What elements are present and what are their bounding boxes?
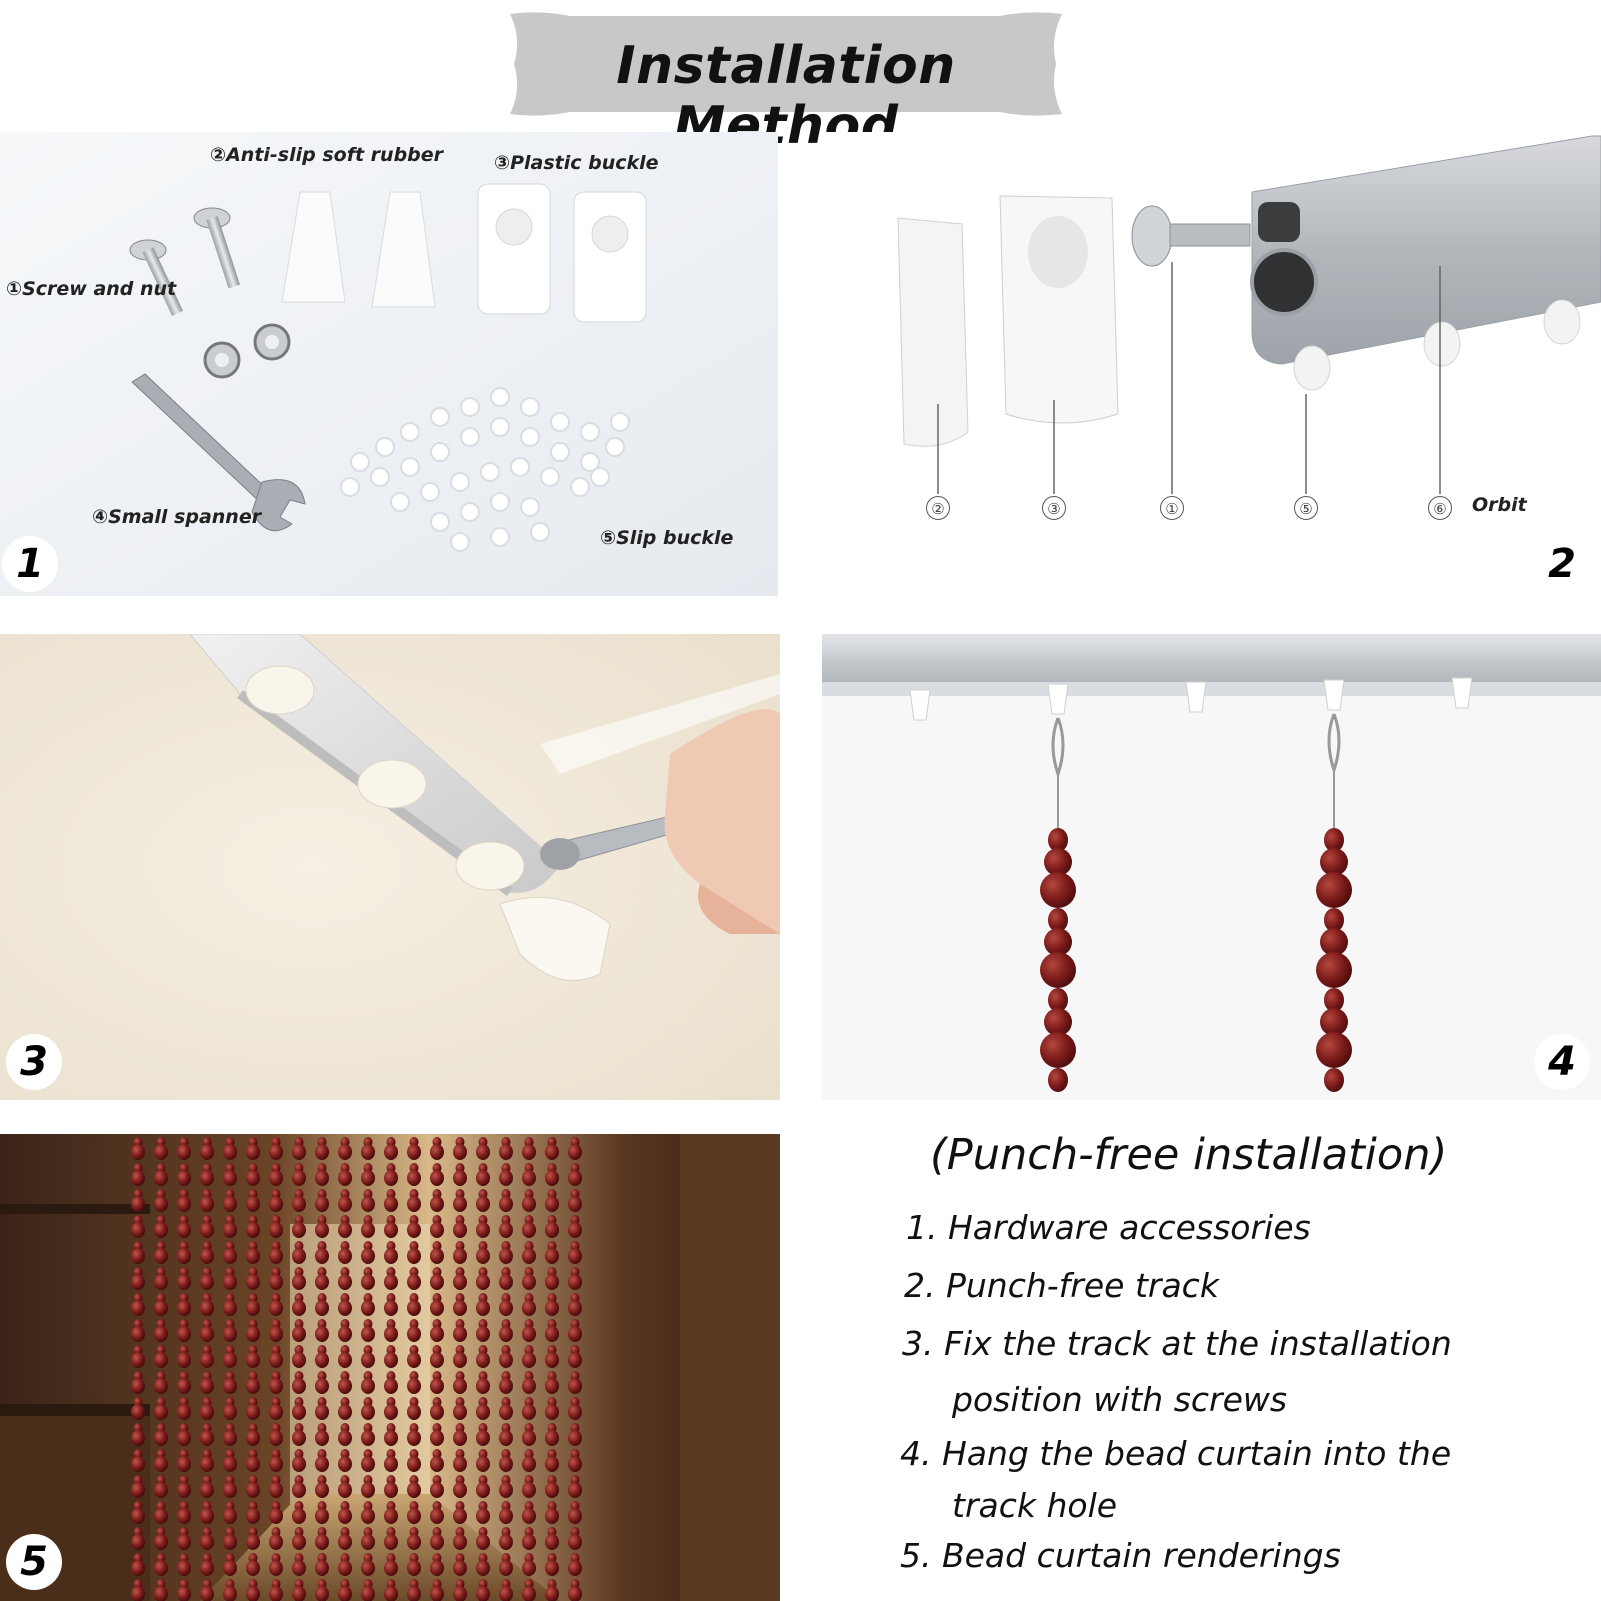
bead-strand xyxy=(568,1137,582,1601)
instruction-line-3-cont: position with screws xyxy=(952,1380,1288,1419)
panel-fix-track: 3 xyxy=(0,634,780,1100)
fix-track-photo xyxy=(0,634,780,1100)
instruction-line-1: 1. Hardware accessories xyxy=(906,1208,1311,1247)
bead-strand xyxy=(522,1137,536,1601)
step-badge-2: 2 xyxy=(1548,541,1576,587)
bead-strand xyxy=(361,1137,375,1601)
plastic-buckle-icon xyxy=(477,183,647,323)
bead-strand xyxy=(292,1137,306,1601)
track-diagram xyxy=(822,132,1601,596)
bead-strand xyxy=(131,1137,145,1601)
bead-strand xyxy=(315,1137,329,1601)
panel-punch-free-track: ② ③ ① ⑤ ⑥ Orbit 2 xyxy=(822,132,1601,596)
spanner-icon xyxy=(131,373,306,532)
step-badge-4: 4 xyxy=(1534,1034,1590,1090)
bead-strand xyxy=(246,1137,260,1601)
label-slip-buckle: ⑤Slip buckle xyxy=(600,527,734,549)
nut-icon xyxy=(203,323,291,379)
bead-strand xyxy=(476,1137,490,1601)
label-plastic-buckle: ③Plastic buckle xyxy=(494,152,659,174)
bead-strand xyxy=(200,1137,214,1601)
callout-5: ⑤ xyxy=(1294,496,1318,520)
callout-6: ⑥ xyxy=(1428,496,1452,520)
bead-strand xyxy=(430,1137,444,1601)
bead-strand xyxy=(545,1137,559,1601)
bead-strand xyxy=(223,1137,237,1601)
bead-strand xyxy=(453,1137,467,1601)
instruction-line-4-cont: track hole xyxy=(952,1486,1118,1525)
bead-strand xyxy=(154,1137,168,1601)
step-badge-3: 3 xyxy=(6,1034,62,1090)
bead-strand xyxy=(338,1137,352,1601)
screw-icon xyxy=(129,207,240,316)
label-screw-and-nut: ①Screw and nut xyxy=(6,278,177,300)
instruction-line-5: 5. Bead curtain renderings xyxy=(900,1536,1341,1575)
bead-strand xyxy=(177,1137,191,1601)
slip-buckle-cluster-icon xyxy=(340,387,630,552)
rubber-pad-icon xyxy=(281,191,436,308)
banner-shape xyxy=(510,12,1062,116)
callout-2: ② xyxy=(926,496,950,520)
callout-1: ① xyxy=(1160,496,1184,520)
label-small-spanner: ④Small spanner xyxy=(92,506,262,528)
step-badge-1: 1 xyxy=(2,536,58,592)
bead-strand-left xyxy=(1040,717,1076,1092)
bead-curtain-rendering-photo xyxy=(0,1134,780,1601)
instruction-line-2: 2. Punch-free track xyxy=(904,1266,1219,1305)
panel-hang-curtain: 4 xyxy=(822,634,1601,1100)
bead-strand-right xyxy=(1316,713,1352,1092)
label-anti-slip-soft-rubber: ②Anti-slip soft rubber xyxy=(210,144,444,166)
bead-strand xyxy=(384,1137,398,1601)
instruction-line-3: 3. Fix the track at the installation xyxy=(902,1324,1452,1363)
instruction-line-4: 4. Hang the bead curtain into the xyxy=(900,1434,1452,1473)
bead-strand xyxy=(269,1137,283,1601)
bead-strand xyxy=(407,1137,421,1601)
instructions-heading: (Punch-free installation) xyxy=(930,1130,1448,1180)
hang-curtain-photo xyxy=(822,634,1601,1100)
bead-strand xyxy=(499,1137,513,1601)
title-banner: Installation Method xyxy=(500,8,1072,156)
step-badge-5: 5 xyxy=(6,1534,62,1590)
panel-bead-curtain-rendering: 5 xyxy=(0,1134,780,1601)
hardware-photo xyxy=(0,132,778,596)
panel-hardware-accessories: ①Screw and nut ②Anti-slip soft rubber ③P… xyxy=(0,132,778,596)
label-orbit: Orbit xyxy=(1472,494,1527,516)
callout-3: ③ xyxy=(1042,496,1066,520)
